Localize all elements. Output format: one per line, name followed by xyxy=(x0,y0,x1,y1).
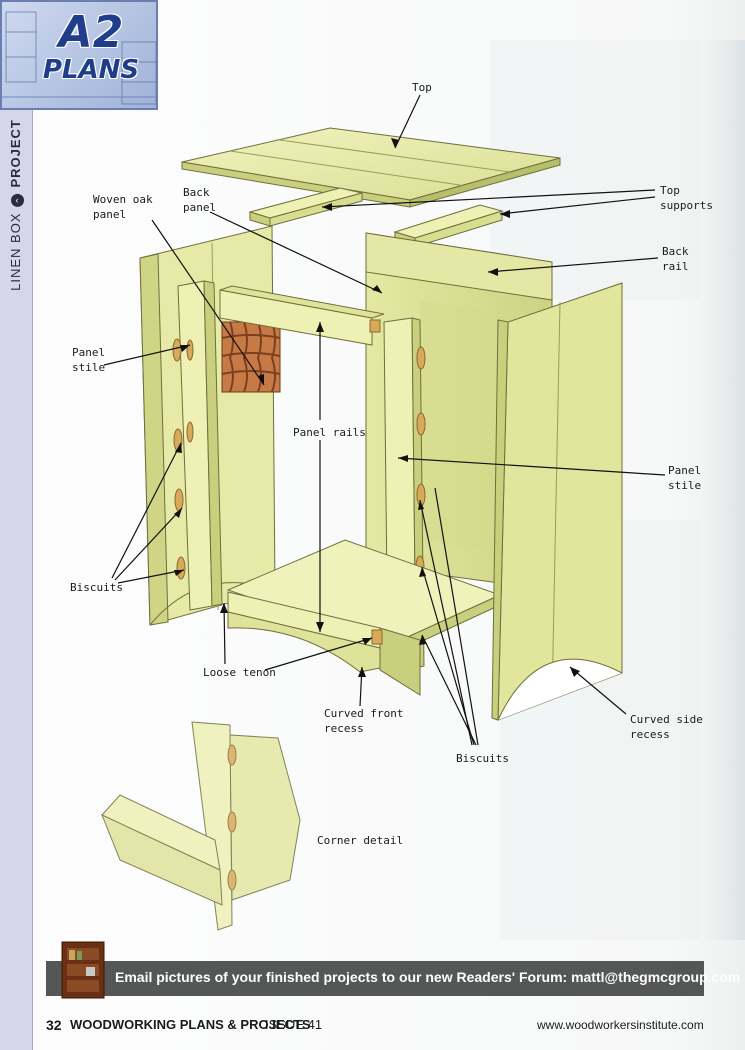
section-category: PROJECT xyxy=(8,119,23,188)
section-sidebar: LINEN BOX ‹ PROJECT xyxy=(0,0,33,1050)
section-topic: LINEN BOX xyxy=(8,212,23,291)
forum-banner-text: Email pictures of your finished projects… xyxy=(115,969,741,985)
label-panel-stile-right: Panel stile xyxy=(668,464,702,492)
badge-big-text: A2 xyxy=(58,7,124,58)
upper-panel-rail xyxy=(219,285,385,346)
woven-oak-panel xyxy=(221,321,281,393)
label-biscuits-left: Biscuits xyxy=(70,581,123,594)
badge-small-text: PLANS xyxy=(42,55,140,85)
label-panel-stile-left: Panel stile xyxy=(72,346,106,374)
blueprint-sketch-icon xyxy=(2,11,156,105)
top-support-left xyxy=(248,187,363,227)
a2-plans-badge: A2 PLANS xyxy=(0,0,158,110)
corner-detail xyxy=(101,721,301,931)
label-biscuits-bottom: Biscuits xyxy=(456,752,509,765)
label-loose-tenon: Loose tenon xyxy=(203,666,276,679)
lower-panel-rail xyxy=(227,591,421,696)
label-corner-detail: Corner detail xyxy=(317,834,404,847)
label-panel-rails: Panel rails xyxy=(293,426,366,439)
label-back-rail: Back rail xyxy=(662,245,689,273)
right-side-panel xyxy=(491,282,623,721)
top-board xyxy=(181,127,561,208)
page-number: 32 xyxy=(46,1017,62,1033)
website-url: www.woodworkersinstitute.com xyxy=(537,1018,704,1032)
exploded-diagram xyxy=(101,94,666,931)
forum-banner xyxy=(46,961,704,996)
issue-number: ISSUE 41 xyxy=(265,1017,323,1032)
label-curved-side-recess: Curved side recess xyxy=(630,713,703,741)
label-woven-oak-panel: Woven oak panel xyxy=(93,193,153,221)
leader-arrowheads xyxy=(174,138,580,677)
chevron-icon: ‹ xyxy=(11,193,24,207)
publication-name: WOODWORKING PLANS & PROJECTS xyxy=(70,1017,311,1032)
label-curved-front-recess: Curved front recess xyxy=(324,707,404,735)
section-label: LINEN BOX ‹ PROJECT xyxy=(8,119,24,291)
bookcase-thumbnail-icon xyxy=(61,941,105,999)
label-top-supports: Top supports xyxy=(660,184,713,212)
leader-lines xyxy=(103,94,666,746)
left-panel-stile xyxy=(172,280,223,611)
label-top: Top xyxy=(412,81,432,94)
page-edge-shadow xyxy=(700,40,745,940)
label-back-panel: Back panel xyxy=(183,186,217,214)
badge-text: A2 PLANS xyxy=(36,7,146,85)
